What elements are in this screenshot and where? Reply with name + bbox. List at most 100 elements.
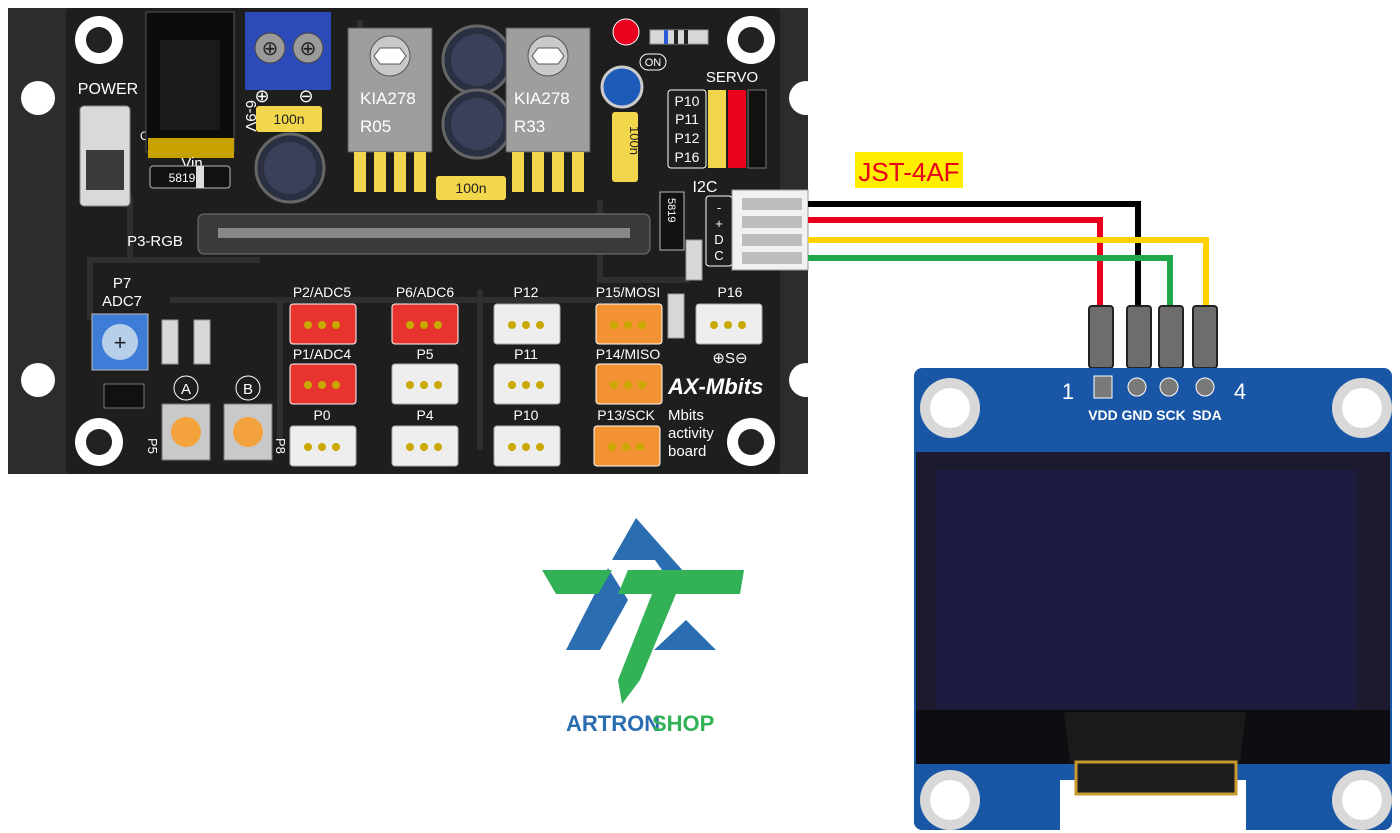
servo-pin-label: P10: [675, 93, 700, 109]
connector-label: P11: [514, 346, 538, 362]
connector-label: P6/ADC6: [396, 284, 455, 300]
resistor-3: [667, 293, 685, 339]
diode-5819: [149, 165, 231, 189]
connector-p11: P11: [493, 346, 561, 405]
button-a-badge: [173, 375, 199, 401]
oled-ribbon-base: [1064, 712, 1246, 762]
adc7-label: ADC7: [102, 293, 142, 310]
artronshop-logo: ARTRON SHOP: [542, 518, 744, 736]
oled-pin-holes: [1093, 375, 1215, 399]
logo-text-part1: ARTRON: [566, 711, 660, 736]
regulator-r33: KIA278 R33: [505, 27, 591, 192]
jst-label-bg: [855, 152, 963, 188]
connector-label: P4: [416, 407, 433, 423]
oled-pin-sda: SDA: [1192, 407, 1222, 423]
servo-pin-label: P12: [675, 130, 700, 146]
connector-p15: P15/MOSI: [595, 284, 663, 345]
power-label: POWER: [78, 81, 138, 98]
brand-sub1: Mbits: [668, 407, 704, 424]
button-a-pin: P5: [145, 438, 160, 454]
button-a-label: A: [181, 381, 191, 398]
diode-label: 5819: [169, 171, 196, 185]
mounting-holes: [21, 16, 823, 466]
p7-label: P7: [113, 275, 131, 292]
i2c-pin-label: +: [715, 216, 723, 231]
power-switch-slider: [86, 150, 124, 190]
logo-shape-green-left: [542, 570, 612, 594]
brand-title: AX-Mbits: [667, 374, 763, 399]
svg-text:+: +: [114, 330, 127, 355]
connector-label: P5: [416, 346, 433, 362]
connector-label: P15/MOSI: [596, 284, 661, 300]
servo-pin-label: P11: [675, 111, 699, 127]
capacitor-electrolytic-4: [600, 65, 644, 109]
logo-shape-green-main: [618, 570, 744, 704]
capacitor-100n-1: [256, 106, 322, 132]
connector-label: P12: [514, 284, 539, 300]
regulator-r05: KIA278 R05: [347, 27, 433, 192]
wire-vdd-red: [808, 217, 1103, 310]
oled-pin-end: 4: [1234, 379, 1246, 404]
svg-text:⊕: ⊕: [262, 38, 279, 60]
oled-ribbon-cable: [1074, 760, 1238, 796]
diode2-label: 5819: [665, 198, 677, 222]
capacitor-100n-3: [612, 112, 638, 182]
connector-label: P2/ADC5: [293, 284, 352, 300]
connector-p13: P13/SCK: [593, 407, 661, 467]
reg2-line1: KIA278: [514, 89, 570, 108]
logo-shape-blue-left: [566, 568, 628, 650]
diode-5819-2: [659, 191, 685, 251]
ax-mbits-board: POWER ON Vin 6-9V ⊕ ⊕ ⊕ ⊖ 100n 5819: [8, 8, 823, 474]
connector-pin-dots: [304, 321, 746, 451]
reg1-line2: R05: [360, 117, 391, 136]
connector-label: P16: [718, 284, 743, 300]
connector-p14: P14/MISO: [595, 346, 663, 405]
led-on-label: ON: [645, 57, 662, 69]
brand-sub2: activity: [668, 425, 714, 442]
resistor-4: [685, 239, 703, 281]
oled-pin-vdd: VDD: [1088, 407, 1118, 423]
inex-logo: [103, 383, 145, 409]
dc-jack-pins: [148, 138, 234, 158]
resistor-1: [161, 319, 179, 365]
wire-gnd-black: [808, 201, 1141, 310]
oled-pin-sck: SCK: [1156, 407, 1186, 423]
logo-shape-blue-right: [654, 620, 716, 650]
button-b-pin: P8: [273, 438, 288, 454]
oled-screen: [936, 470, 1356, 708]
i2c-pin-label: D: [714, 232, 723, 247]
cap-label-2: 100n: [455, 180, 486, 196]
reg1-line1: KIA278: [360, 89, 416, 108]
servo-header: P10 P11 P12 P16: [667, 89, 767, 169]
oled-pin-start: 1: [1062, 379, 1074, 404]
oled-pin-gnd: GND: [1121, 407, 1152, 423]
p16-polarity: ⊕S⊖: [712, 350, 747, 367]
logo-text-part2: SHOP: [652, 711, 714, 736]
connector-label: P10: [514, 407, 539, 423]
i2c-label: I2C: [693, 179, 718, 196]
button-b-label: B: [243, 381, 253, 398]
wire-sda-yellow: [808, 237, 1209, 310]
pcb-traces: [87, 20, 690, 450]
connector-label: P13/SCK: [597, 407, 655, 423]
jst-connector: [731, 189, 809, 271]
cap-label-3: 100n: [627, 126, 642, 155]
dc-jack-socket: [160, 40, 220, 130]
button-b-badge: [235, 375, 261, 401]
jst-label: JST-4AF: [858, 157, 959, 187]
i2c-pin-label: C: [714, 248, 723, 263]
connector-label: P14/MISO: [596, 346, 661, 362]
i2c-pin-label: -: [717, 200, 721, 215]
oled-header-pins: [1088, 305, 1218, 369]
connector-p2: P2/ADC5: [289, 284, 357, 345]
p3-rgb-label: P3-RGB: [127, 233, 183, 250]
servo-label: SERVO: [706, 69, 758, 86]
wire-sck-green: [808, 255, 1173, 310]
reg2-line2: R33: [514, 117, 545, 136]
servo-pin-label: P16: [675, 149, 700, 165]
connector-label: P0: [313, 407, 330, 423]
led-on: [612, 18, 640, 46]
resistor-led: [649, 29, 709, 45]
led-on-badge: [639, 53, 667, 71]
